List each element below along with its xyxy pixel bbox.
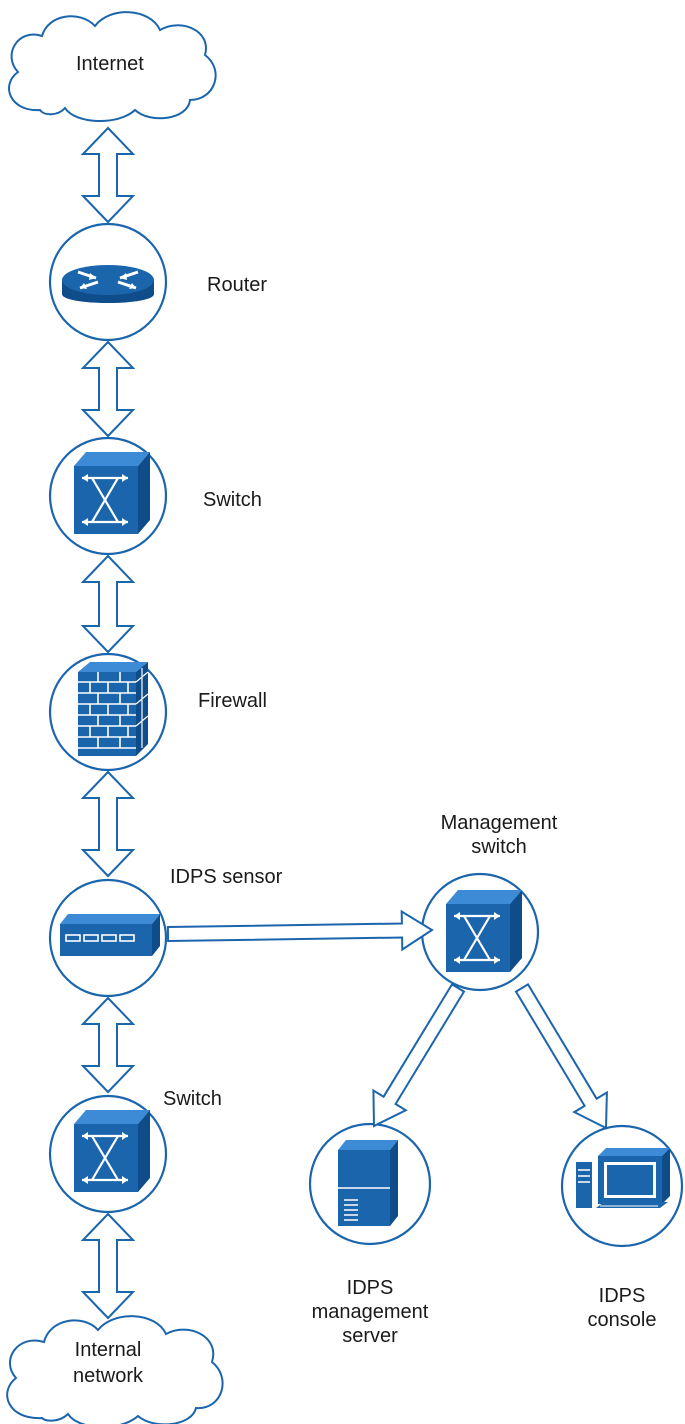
internal-network-label: Internal network	[48, 1338, 168, 1388]
management-switch-label-line2: switch	[471, 836, 527, 858]
idps-management-server-label: IDPS management server	[300, 1276, 440, 1348]
arrow-switch-firewall	[80, 554, 136, 654]
switch-icon	[72, 1108, 152, 1194]
firewall-brick-icon	[78, 662, 149, 756]
idps-management-server-label-line2: management	[311, 1301, 429, 1323]
firewall-label: Firewall	[198, 690, 267, 712]
idps-console-label-line2: console	[587, 1309, 657, 1331]
switch-top-node	[48, 436, 168, 556]
router-node	[48, 222, 168, 342]
server-tower-icon	[338, 1140, 398, 1226]
management-switch-label-line1: Management	[440, 812, 558, 834]
internal-network-label-line1: Internal	[74, 1339, 142, 1361]
idps-sensor-label: IDPS sensor	[170, 866, 283, 888]
internal-network-label-line2: network	[72, 1365, 144, 1387]
connection-arrows	[80, 126, 136, 1320]
idps-console-node	[560, 1124, 684, 1248]
switch-bottom-label: Switch	[163, 1088, 222, 1110]
management-switch-label: Management switch	[419, 811, 579, 859]
arrow-internet-router	[80, 126, 136, 224]
switch-top-label: Switch	[203, 489, 262, 511]
workstation-icon	[576, 1148, 670, 1208]
firewall-node	[48, 652, 168, 772]
router-label: Router	[207, 274, 268, 296]
sensor-appliance-icon	[60, 914, 160, 956]
arrow-sensor-switch	[80, 996, 136, 1094]
arrow-management-switch-server	[372, 983, 466, 1128]
arrow-firewall-sensor	[80, 770, 136, 878]
switch-bottom-node	[48, 1094, 168, 1214]
idps-management-server-label-line1: IDPS	[346, 1277, 394, 1299]
arrow-management-switch-console	[514, 983, 608, 1130]
idps-management-server-node	[308, 1122, 432, 1246]
internet-label: Internet	[76, 53, 144, 75]
idps-console-label-line1: IDPS	[598, 1285, 646, 1307]
router-icon	[62, 265, 154, 303]
idps-sensor-node	[48, 878, 168, 998]
management-switch-node	[420, 872, 540, 992]
internet-cloud-icon	[8, 11, 217, 122]
arrow-switch-internal	[80, 1212, 136, 1320]
idps-console-label: IDPS console	[572, 1284, 672, 1332]
internal-network-cloud-icon	[6, 1315, 224, 1424]
arrow-sensor-management-switch	[166, 909, 434, 952]
management-arrows	[166, 909, 608, 1130]
arrow-router-switch	[80, 340, 136, 438]
idps-management-server-label-line3: server	[342, 1325, 398, 1347]
switch-icon	[444, 888, 524, 974]
switch-icon	[72, 450, 152, 536]
